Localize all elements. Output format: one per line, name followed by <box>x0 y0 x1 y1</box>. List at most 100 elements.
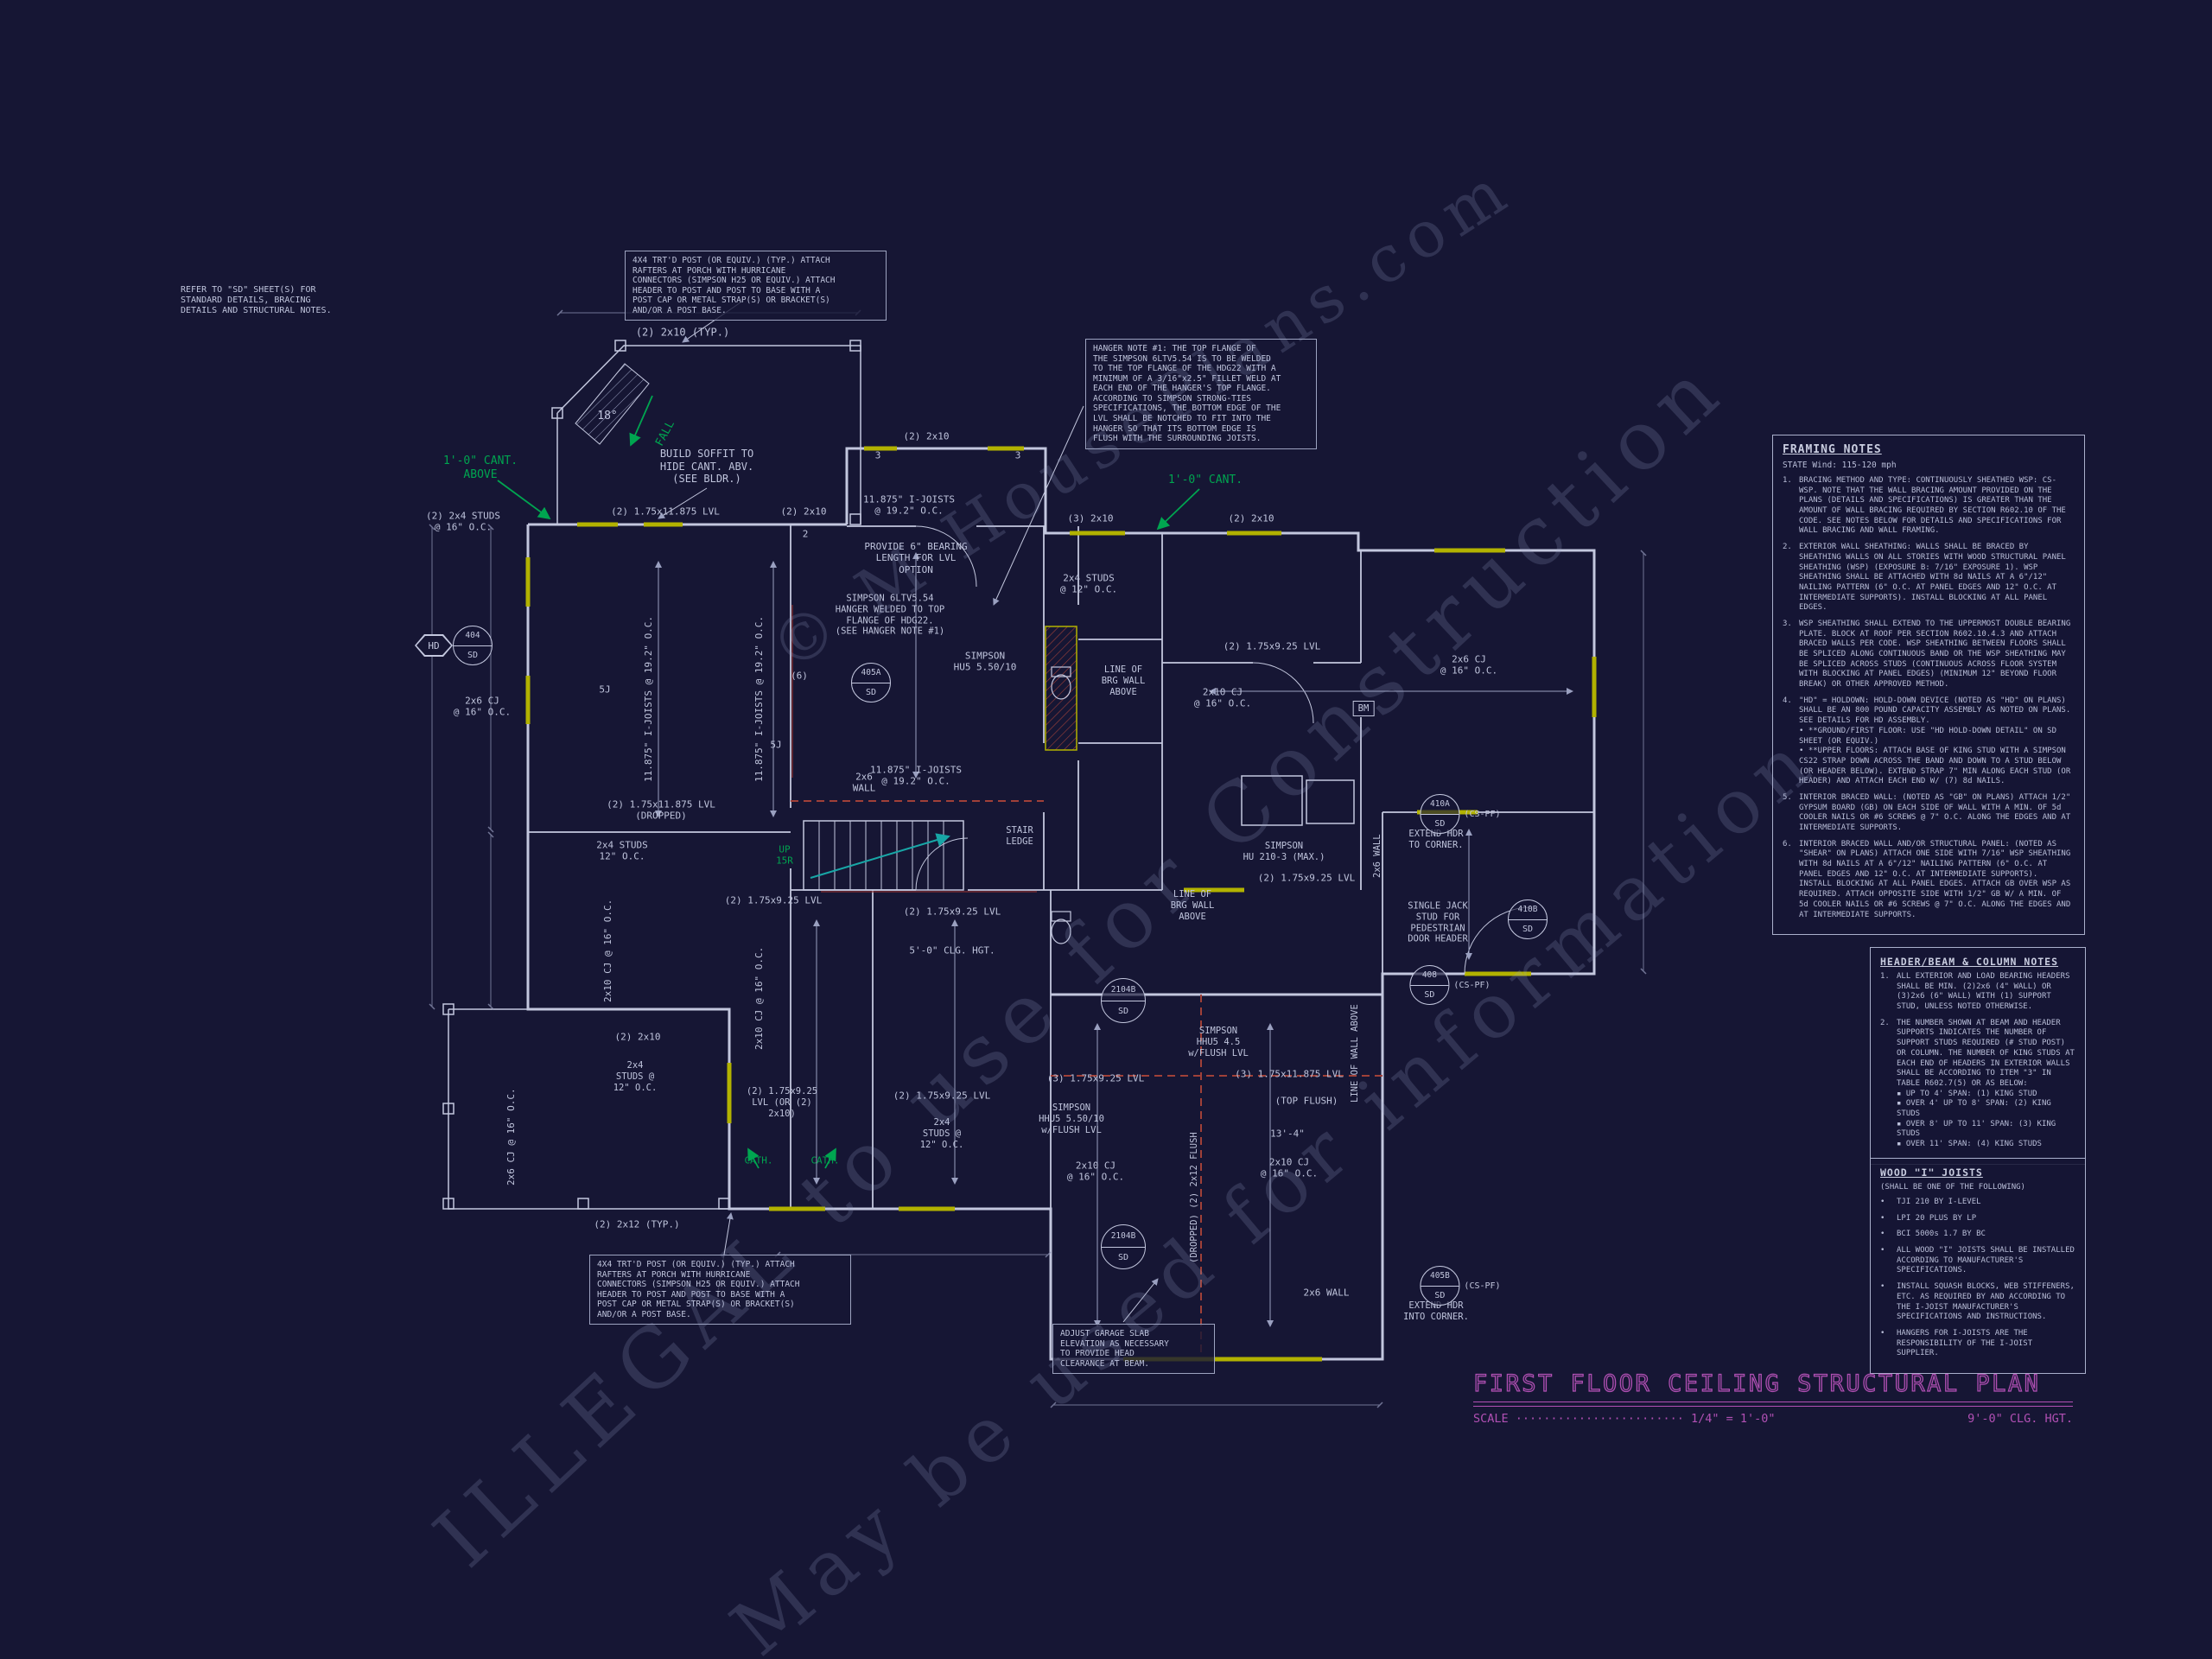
plan-annotation: 2x4 STUDS @ 12" O.C. <box>1059 572 1118 595</box>
callout-sheet: SD <box>467 650 479 660</box>
framing-notes-subtitle: STATE Wind: 115-120 mph <box>1783 461 1897 470</box>
plan-annotation: 2x6 WALL <box>1303 1287 1350 1299</box>
header-beam-list: 1.ALL EXTERIOR AND LOAD BEARING HEADERS … <box>1880 972 2075 1150</box>
plan-annotation: (2) 1.75x9.25 LVL <box>1257 872 1356 884</box>
note-item: 2.THE NUMBER SHOWN AT BEAM AND HEADER SU… <box>1880 1018 2075 1148</box>
plan-annotation: (2) 1.75x11.875 LVL (DROPPED) <box>607 798 715 822</box>
wood-joists-panel: WOOD "I" JOISTS (SHALL BE ONE OF THE FOL… <box>1870 1158 2086 1374</box>
door-swings <box>915 525 1532 975</box>
plan-annotation: 2x4 STUDS @ 12" O.C. <box>613 1059 658 1093</box>
header-segments <box>525 446 1597 1362</box>
plan-annotation: 5'-0" CLG. HGT. <box>909 944 995 957</box>
plan-annotation: 4X4 TRT'D POST (OR EQUIV.) (TYP.) ATTACH… <box>625 251 887 321</box>
plan-annotation: 3 <box>1014 449 1021 461</box>
plan-annotation: SIMPSON HU5 5.50/10 <box>953 650 1017 673</box>
plan-annotation: 13'-4" <box>1270 1128 1305 1140</box>
joist-span-arrows <box>655 552 1573 1327</box>
plan-annotation: (2) 2x10 (TYP.) <box>635 326 730 339</box>
callout-number: 405B <box>1421 1267 1459 1287</box>
plan-annotation: (2) 1.75x9.25 LVL <box>724 894 823 906</box>
callout-number: 410A <box>1421 795 1459 815</box>
header-beam-panel: HEADER/BEAM & COLUMN NOTES 1.ALL EXTERIO… <box>1870 947 2086 1165</box>
callout-sheet: SD <box>1117 1007 1129 1017</box>
plan-annotation: 2x4 STUDS 12" O.C. <box>596 839 648 862</box>
detail-callout: 405A SD <box>851 663 891 702</box>
callout-sheet: SD <box>1522 924 1534 934</box>
note-item: 3.WSP SHEATHING SHALL EXTEND TO THE UPPE… <box>1783 619 2071 690</box>
detail-callout: BM <box>1352 701 1375 716</box>
plan-annotation: 4X4 TRT'D POST (OR EQUIV.) (TYP.) ATTACH… <box>589 1255 851 1325</box>
callout-sheet: SD <box>1424 989 1435 1000</box>
plan-annotation: 5J <box>599 683 611 696</box>
plan-annotation: UP 15R <box>776 843 793 867</box>
sheet-title: FIRST FLOOR CEILING STRUCTURAL PLAN <box>1472 1370 2041 1397</box>
holdown-marker: HD <box>415 634 453 657</box>
framing-notes-panel: FRAMING NOTES STATE Wind: 115-120 mph 1.… <box>1772 435 2085 936</box>
title-block: FIRST FLOOR CEILING STRUCTURAL PLAN SCAL… <box>1472 1370 2073 1426</box>
wood-joists-intro: (SHALL BE ONE OF THE FOLLOWING) <box>1880 1183 2025 1192</box>
plan-annotation: (2) 2x4 STUDS @ 16" O.C. <box>425 510 501 533</box>
plan-annotation: 11.875" I-JOISTS @ 19.2" O.C. <box>870 764 962 787</box>
framing-notes-title: FRAMING NOTES <box>1783 443 1882 456</box>
callout-number: 2104B <box>1102 1225 1145 1248</box>
plan-annotation: SINGLE JACK STUD FOR PEDESTRIAN DOOR HEA… <box>1408 900 1468 944</box>
plan-annotation: EXTEND HDR INTO CORNER. <box>1403 1300 1469 1322</box>
note-item: 5.INTERIOR BRACED WALL: (NOTED AS "GB" O… <box>1783 792 2071 832</box>
plan-annotation: SIMPSON HHU5 4.5 w/FLUSH LVL <box>1188 1025 1249 1058</box>
plan-annotation: (2) 1.75x9.25 LVL <box>1223 640 1321 652</box>
scale-label: SCALE ························ 1/4" = 1'… <box>1473 1412 1776 1426</box>
title-rule <box>1473 1402 2073 1407</box>
porch-posts <box>442 340 861 1210</box>
plan-annotation: SIMPSON HU 210-3 (MAX.) <box>1243 841 1325 862</box>
braced-wall-marks <box>791 605 1037 893</box>
plan-annotation: 1'-0" CANT. ABOVE <box>442 454 518 481</box>
callout-number: 408 <box>1410 966 1449 986</box>
framing-notes-list: 1.BRACING METHOD AND TYPE: CONTINUOUSLY … <box>1783 476 2075 920</box>
callout-sheet: SD <box>1117 1253 1129 1263</box>
stair-direction-arrow <box>810 833 950 879</box>
detail-callout: 2104B SD <box>1101 1224 1146 1269</box>
callout-sheet: SD <box>865 687 877 697</box>
note-item: •INSTALL SQUASH BLOCKS, WEB STIFFENERS, … <box>1880 1282 2075 1322</box>
plan-annotation: ADJUST GARAGE SLAB ELEVATION AS NECESSAR… <box>1052 1324 1215 1375</box>
bath-fixtures <box>1045 626 1077 944</box>
plan-annotation: (2) 2x10 <box>780 505 827 518</box>
note-item: •BCI 5000s 1.7 BY BC <box>1880 1230 1986 1239</box>
plan-annotation: LINE OF BRG WALL ABOVE <box>1170 888 1215 922</box>
note-item: 6.INTERIOR BRACED WALL AND/OR STRUCTURAL… <box>1783 839 2071 919</box>
plan-annotation: (3) 2x10 <box>1067 512 1114 524</box>
plan-annotation: 3 <box>874 449 881 461</box>
plan-annotation: (2) 2x10 <box>903 430 950 442</box>
callout-number: 405A <box>852 664 890 683</box>
callout-side-label: (CS-PF) <box>1453 980 1491 990</box>
plan-annotation: 2x6 WALL <box>852 771 876 794</box>
header-beam-title: HEADER/BEAM & COLUMN NOTES <box>1880 956 2059 968</box>
note-item: 2.EXTERIOR WALL SHEATHING: WALLS SHALL B… <box>1783 543 2066 613</box>
plan-annotation: (2) 1.75x11.875 LVL <box>611 505 720 518</box>
detail-callout: 410B SD <box>1508 899 1548 939</box>
plan-annotation: 2x10 CJ @ 16" O.C. <box>1066 1160 1125 1183</box>
callout-sheet: SD <box>1434 1290 1446 1300</box>
plan-annotation: HANGER NOTE #1: THE TOP FLANGE OF THE SI… <box>1085 339 1317 449</box>
callout-number: 410B <box>1509 900 1547 920</box>
plan-annotation: 18° <box>597 410 618 423</box>
built-ins <box>1241 775 1355 826</box>
plan-annotation: (2) 2x10 <box>1228 512 1274 524</box>
note-item: •LPI 20 PLUS BY LP <box>1880 1213 1977 1223</box>
plan-annotation: (2) 2x10 <box>614 1031 661 1043</box>
beam-marker: BM <box>1352 701 1375 716</box>
dropped-beams <box>791 800 1382 1357</box>
plan-annotation: (2) 1.75x9.25 LVL <box>903 906 1001 918</box>
plan-annotation: 2x10 CJ @ 16" O.C. <box>1260 1156 1319 1179</box>
plan-annotation: EXTEND HDR TO CORNER. <box>1408 829 1464 850</box>
note-item: •HANGERS FOR I-JOISTS ARE THE RESPONSIBI… <box>1880 1328 2033 1358</box>
green-leaders <box>497 395 1200 1169</box>
note-item: •TJI 210 BY I-LEVEL <box>1880 1198 1981 1206</box>
